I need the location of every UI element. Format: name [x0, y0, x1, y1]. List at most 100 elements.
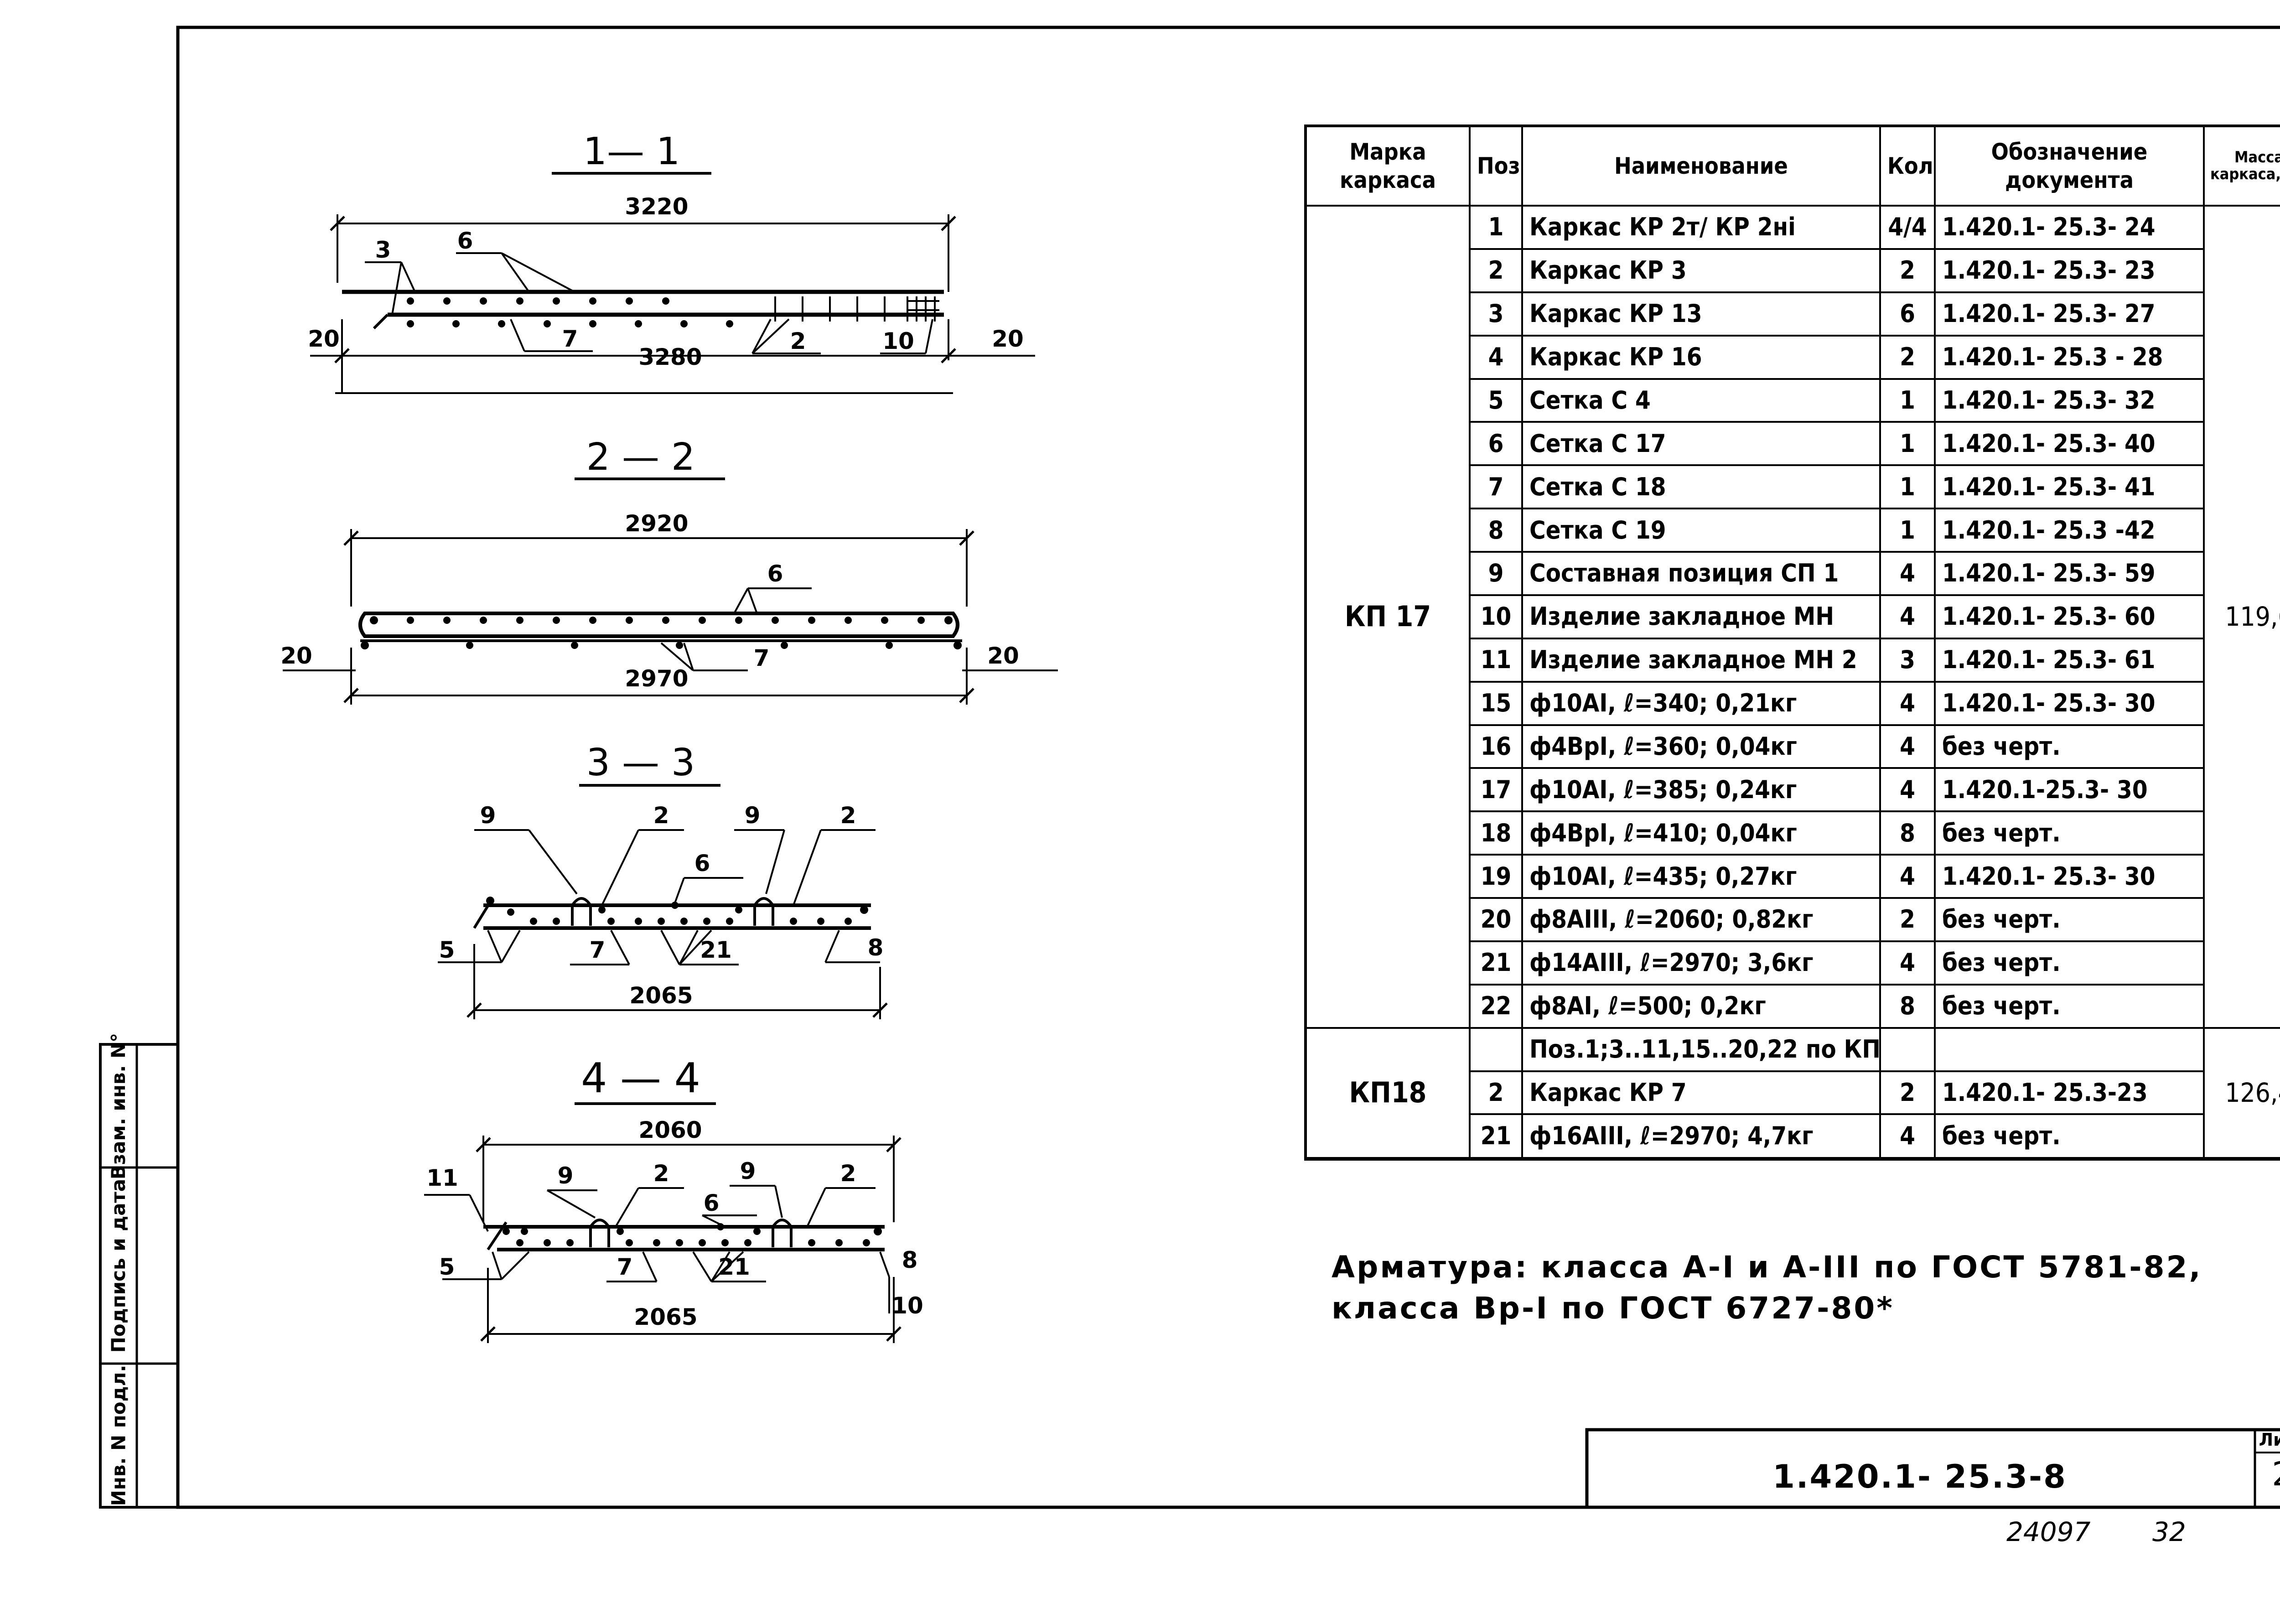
cell-mark: КП 17	[1305, 205, 1471, 1029]
cell-qty: 3	[1879, 637, 1936, 683]
section-3-3-callout-9b: 9	[745, 802, 761, 829]
section-4-4-callout-6: 6	[704, 1190, 720, 1216]
cell-name: Сетка С 4	[1521, 378, 1881, 423]
cell-pos: 9	[1469, 551, 1523, 596]
cell-name: Изделие закладное МН 2	[1521, 637, 1881, 683]
cell-pos: 5	[1469, 378, 1523, 423]
cell-pos: 11	[1469, 637, 1523, 683]
section-4-4-callout-21: 21	[718, 1254, 750, 1280]
side-stamp-strip	[99, 1043, 179, 1509]
cell-qty: 4	[1879, 1113, 1936, 1159]
cell-doc: 1.420.1- 25.3-23	[1934, 1070, 2205, 1116]
cell-name: ф10АI, ℓ=435; 0,27кг	[1521, 854, 1881, 899]
cell-name: Каркас КР 7	[1521, 1070, 1881, 1116]
cell-qty: 4	[1879, 854, 1936, 899]
notes-line-2: класса Вр-I по ГОСТ 6727-80*	[1332, 1291, 1894, 1326]
section-3-3-callout-21: 21	[700, 937, 732, 963]
section-4-4-callout-7: 7	[617, 1254, 633, 1280]
section-1-1-edge-left: 20	[308, 326, 340, 352]
side-label-sign-date: Подпись и дата	[107, 1178, 130, 1353]
cell-qty: 4/4	[1879, 205, 1936, 250]
section-4-4-callout-8: 8	[902, 1247, 918, 1273]
cell-pos: 2	[1469, 248, 1523, 293]
section-4-4-callout-2a: 2	[653, 1160, 669, 1187]
section-4-4-callout-9a: 9	[558, 1162, 574, 1189]
cell-name: Каркас КР 13	[1521, 291, 1881, 337]
cell-qty: 6	[1879, 291, 1936, 337]
cell-qty: 8	[1879, 810, 1936, 856]
section-3-3-callout-8: 8	[868, 934, 884, 961]
cell-doc: без черт.	[1934, 724, 2205, 769]
header-name: Наименование	[1521, 125, 1881, 207]
section-1-1-dim-bottom: 3280	[638, 344, 702, 370]
section-4-4-callout-11: 11	[426, 1165, 458, 1191]
section-4-4-dim-top: 2060	[638, 1117, 702, 1143]
section-4-4-title: 4 — 4	[581, 1054, 700, 1102]
cell-doc: 1.420.1- 25.3- 60	[1934, 594, 2205, 639]
cell-name: ф4ВрI, ℓ=410; 0,04кг	[1521, 810, 1881, 856]
cell-doc: без черт.	[1934, 810, 2205, 856]
notes-line-1: Арматура: класса А-I и А-III по ГОСТ 578…	[1332, 1250, 2202, 1285]
section-3-3-dim-bottom: 2065	[629, 982, 693, 1009]
cell-name: Сетка С 18	[1521, 464, 1881, 510]
cell-doc: 1.420.1- 25.3- 59	[1934, 551, 2205, 596]
section-1-1-edge-right: 20	[992, 326, 1024, 352]
sheet-number: 2	[2255, 1455, 2280, 1493]
section-1-1-callout-6: 6	[457, 228, 473, 254]
cell-qty	[1879, 1027, 1936, 1072]
section-2-2-edge-left: 20	[280, 643, 312, 669]
section-4-4-callout-5: 5	[439, 1254, 455, 1280]
section-1-1-title: 1— 1	[583, 130, 680, 173]
cell-qty: 4	[1879, 551, 1936, 596]
cell-doc: 1.420.1- 25.3- 27	[1934, 291, 2205, 337]
cell-doc: 1.420.1-25.3- 30	[1934, 767, 2205, 813]
cell-pos: 7	[1469, 464, 1523, 510]
cell-pos: 4	[1469, 334, 1523, 380]
side-label-inv-podl: Инв. N подл.	[107, 1365, 130, 1506]
section-1-1-callout-10: 10	[882, 328, 914, 354]
document-code: 1.420.1- 25.3-8	[1772, 1458, 2067, 1495]
cell-doc	[1934, 1027, 2205, 1072]
header-doc: Обозначение документа	[1934, 125, 2205, 207]
cell-name: Каркас КР 2т/ КР 2нi	[1521, 205, 1881, 250]
cell-qty: 1	[1879, 464, 1936, 510]
cell-qty: 2	[1879, 334, 1936, 380]
cell-mass: 119,6	[2203, 205, 2280, 1029]
cell-qty: 4	[1879, 724, 1936, 769]
header-pos: Поз.	[1469, 125, 1523, 207]
cell-qty: 2	[1879, 248, 1936, 293]
cell-pos: 8	[1469, 508, 1523, 553]
specification-table: Марка каркаса Поз. Наименование Кол. Обо…	[1304, 125, 2280, 1160]
sheet-label: Лист	[2259, 1430, 2280, 1450]
cell-pos	[1469, 1027, 1523, 1072]
cell-name: ф14АIII, ℓ=2970; 3,6кг	[1521, 940, 1881, 986]
section-4-4-callout-2b: 2	[840, 1160, 856, 1187]
cell-doc: 1.420.1- 25.3- 32	[1934, 378, 2205, 423]
cell-name: Сетка С 19	[1521, 508, 1881, 553]
section-1-1-callout-3: 3	[375, 237, 391, 263]
section-3-3-callout-9a: 9	[480, 802, 496, 829]
cell-doc: 1.420.1- 25.3- 24	[1934, 205, 2205, 250]
section-2-2-title: 2 — 2	[586, 436, 695, 479]
side-label-vzam-inv: Взам. инв. N°	[107, 1033, 130, 1179]
cell-pos: 20	[1469, 897, 1523, 942]
header-qty: Кол.	[1879, 125, 1936, 207]
section-4-4-dim-bottom: 2065	[634, 1304, 697, 1330]
cell-doc: 1.420.1- 25.3 -42	[1934, 508, 2205, 553]
